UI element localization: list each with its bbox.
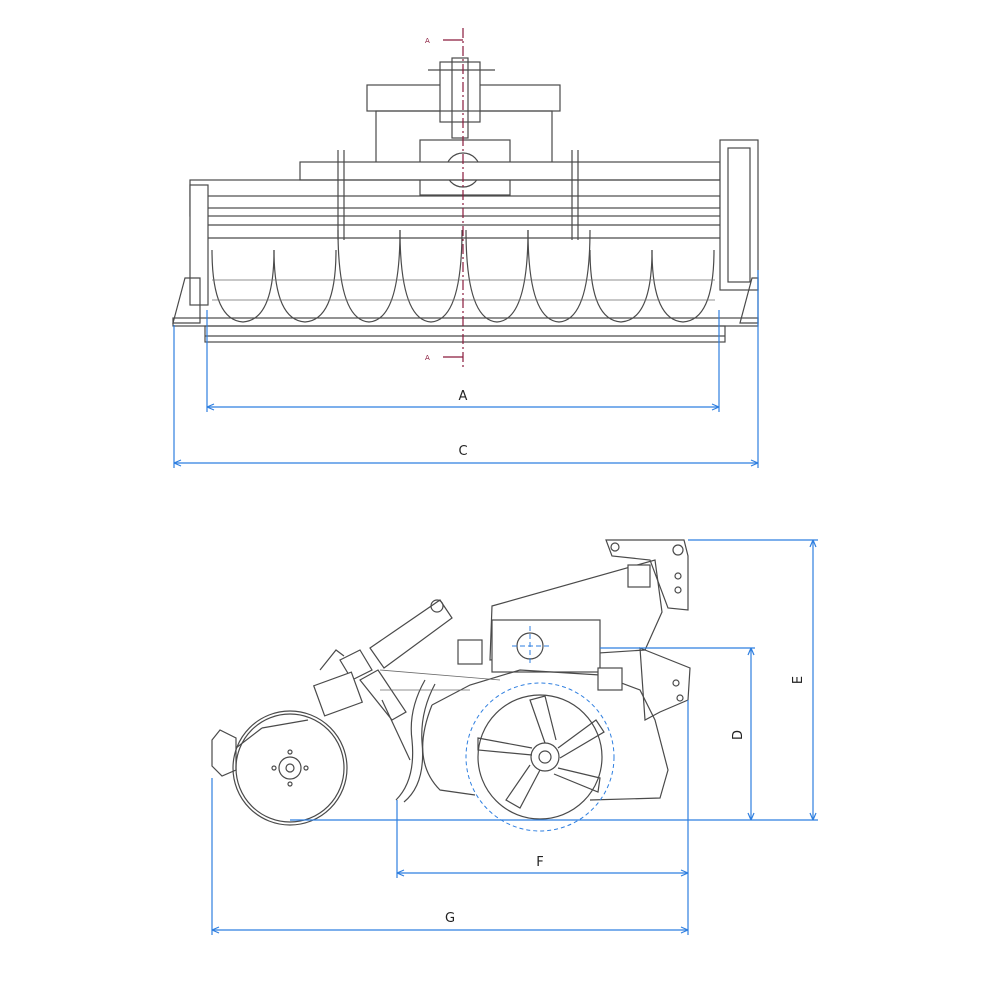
dimension-label-d: D: [731, 730, 746, 740]
dimension-label-f: F: [536, 855, 543, 870]
dimension-label-a: A: [459, 389, 468, 404]
section-label-bottom: A: [425, 354, 430, 362]
section-label-top: A: [425, 37, 430, 45]
front-dimensions: A C: [173, 270, 759, 468]
rotor-blades: [477, 695, 605, 809]
side-dimensions: D E F G: [211, 539, 818, 935]
side-view: [211, 539, 691, 832]
dimension-label-c: C: [458, 444, 467, 459]
dimension-label-g: G: [445, 911, 455, 926]
dimension-label-e: E: [791, 676, 806, 684]
front-view: A A: [172, 28, 759, 368]
